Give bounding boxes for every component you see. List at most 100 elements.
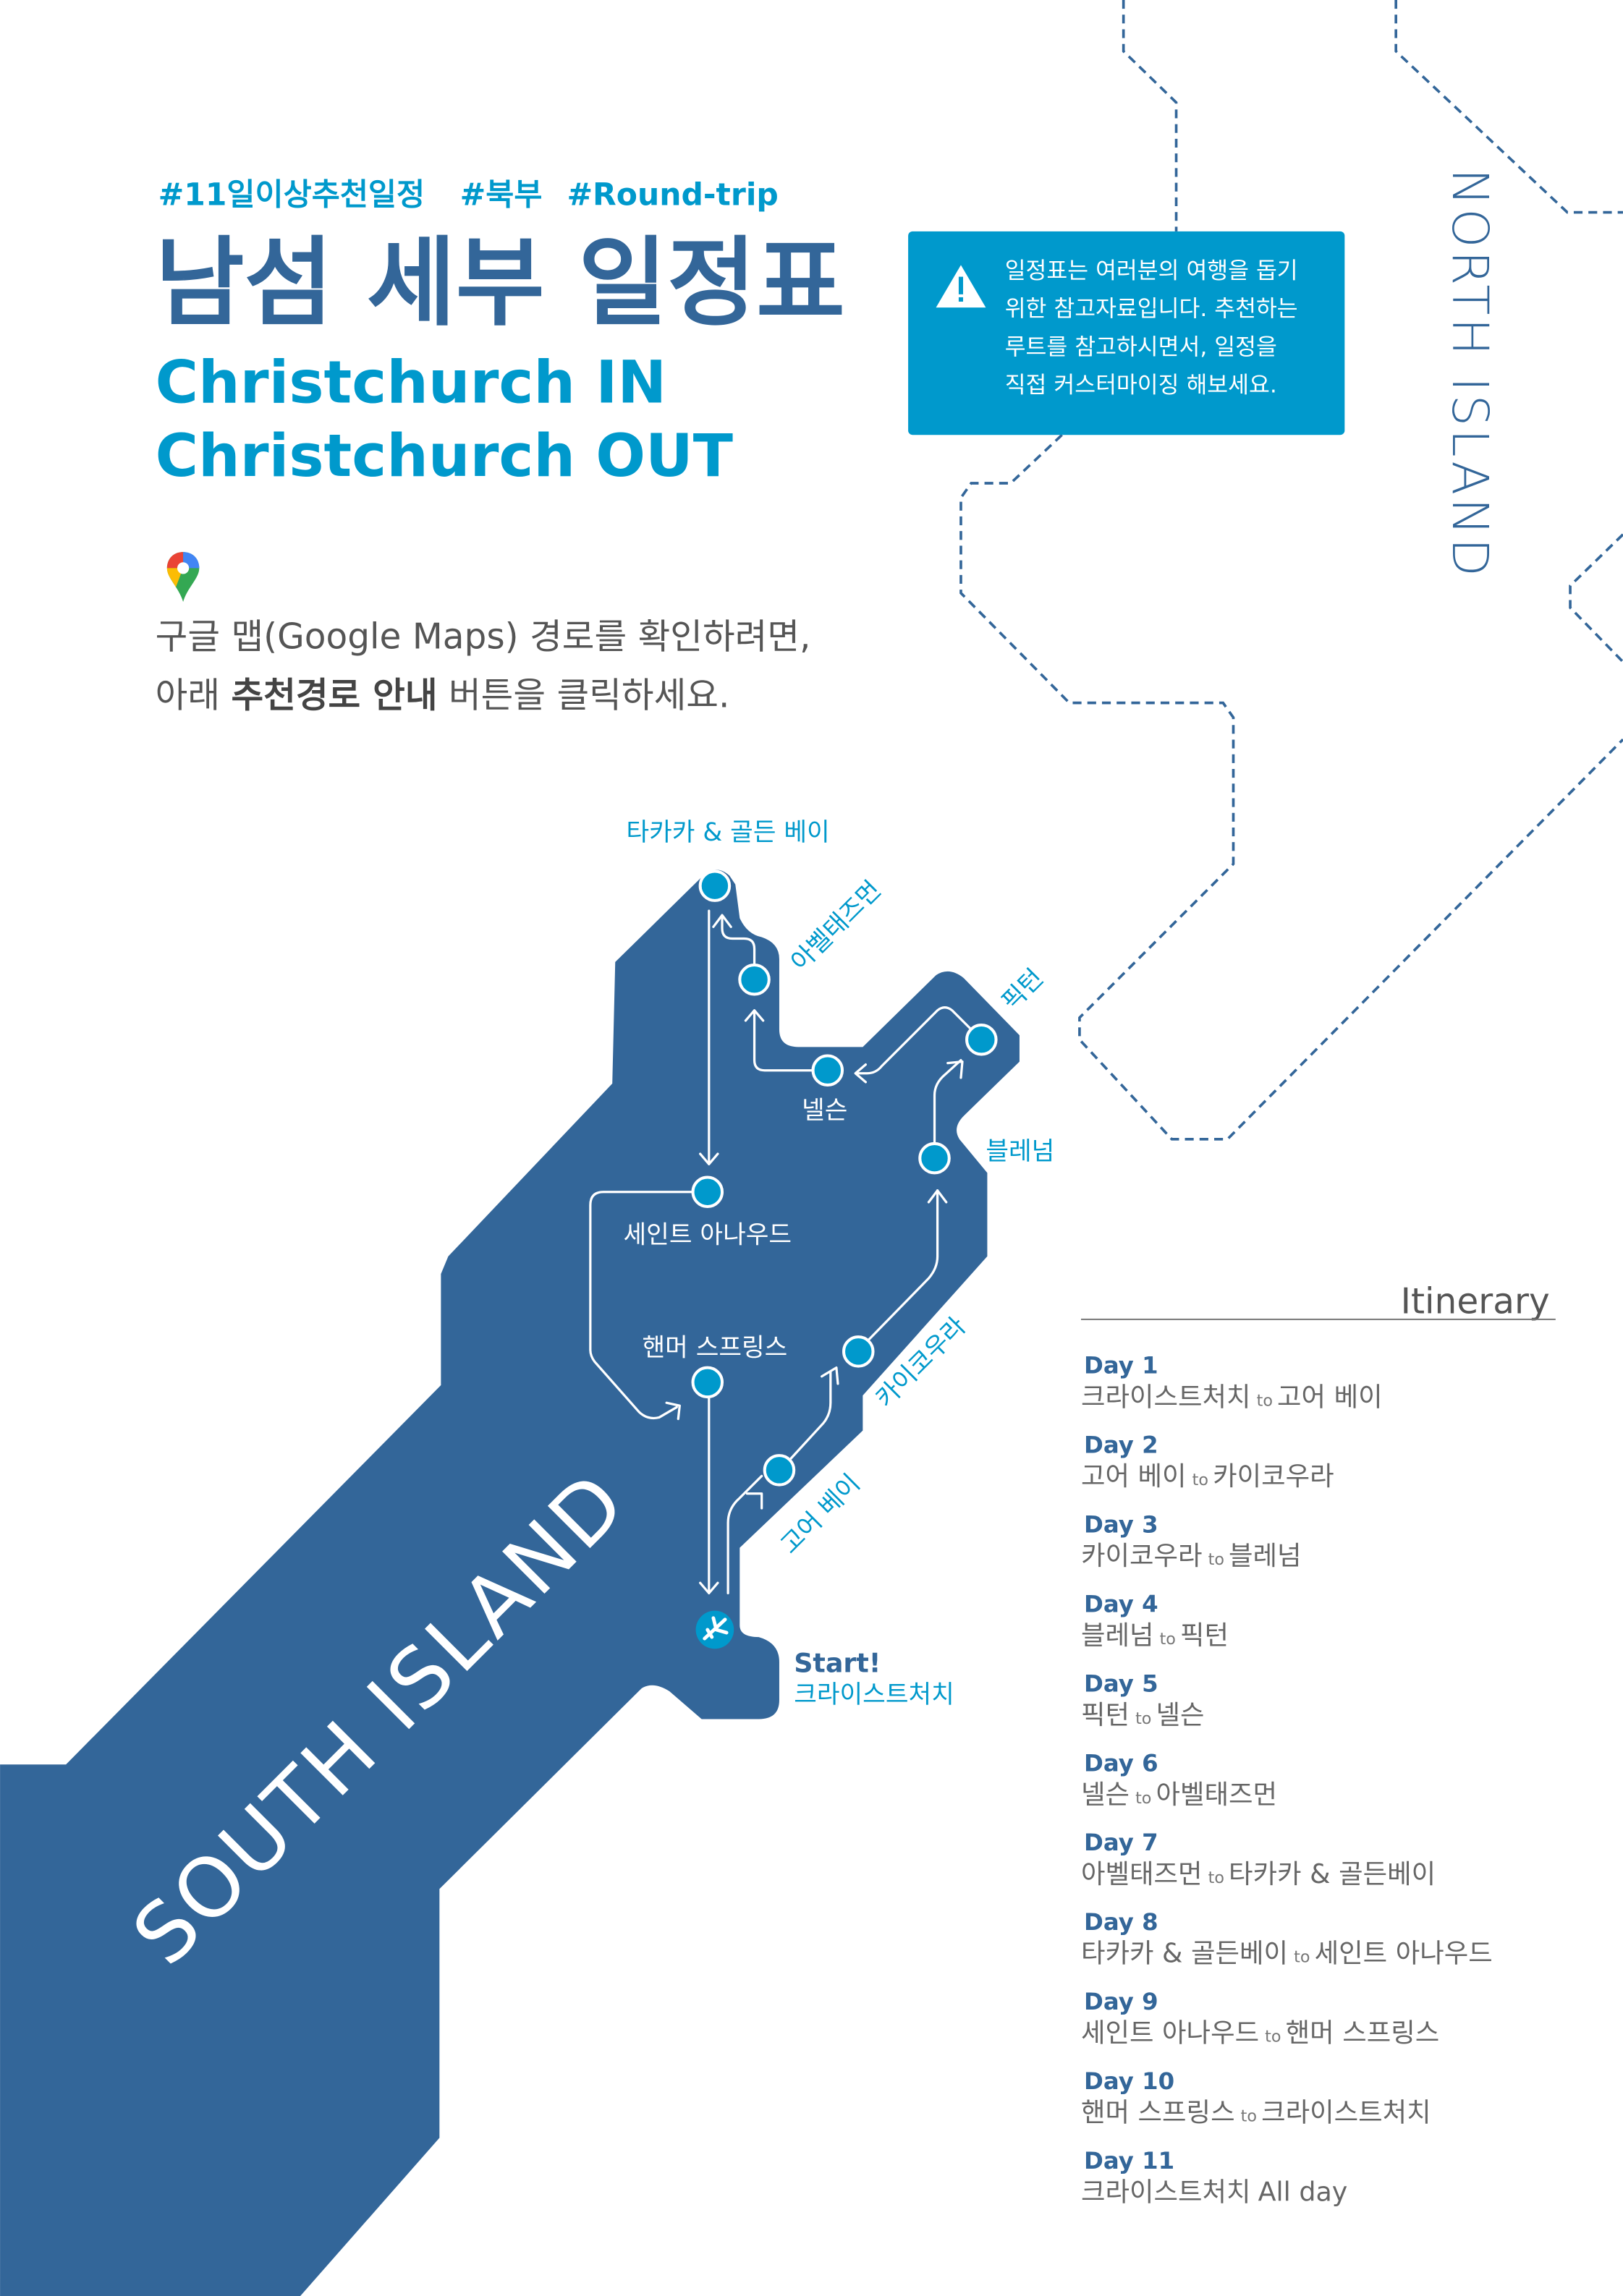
day-route: 카이코우라 to 블레넘 (1081, 1540, 1302, 1571)
route-to: 블레넘 (1229, 1540, 1302, 1571)
day-label: Day 6 (1084, 1749, 1158, 1777)
route-to-word: to (1208, 1550, 1224, 1569)
day-route: 타카카 & 골든베이 to 세인트 아나우드 (1081, 1938, 1493, 1969)
route-from: 타카카 & 골든베이 (1081, 1938, 1288, 1969)
page-title: 남섬 세부 일정표 (156, 226, 845, 339)
google-maps-pin-icon (166, 552, 200, 602)
route-to: 타카카 & 골든베이 (1229, 1858, 1436, 1889)
stop-nelson[interactable] (811, 1054, 844, 1087)
route-lines (589, 909, 972, 1594)
day-label: Day 8 (1084, 1908, 1158, 1936)
north-island-outline (959, 0, 1623, 1141)
stop-goa-bay[interactable] (763, 1454, 796, 1487)
route-to: 세인트 아나우드 (1315, 1938, 1493, 1969)
label-hanmer: 핸머 스프링스 (642, 1333, 787, 1362)
notice-line: 직접 커스터마이징 해보세요. (1005, 372, 1277, 398)
day-route: 픽턴 to 넬슨 (1081, 1699, 1205, 1730)
route-from: 픽턴 (1081, 1699, 1130, 1730)
stop-picton[interactable] (965, 1023, 998, 1056)
label-nelson: 넬슨 (802, 1097, 847, 1126)
airport-start[interactable] (695, 1610, 734, 1649)
maps-guide-line1: 구글 맵(Google Maps) 경로를 확인하려면, (156, 617, 811, 658)
route-to: 아벨태즈먼 (1156, 1779, 1278, 1810)
route-to-word: to (1294, 1948, 1310, 1967)
day-label: Day 2 (1084, 1432, 1158, 1459)
day-route: 고어 베이 to 카이코우라 (1081, 1460, 1334, 1492)
start-label: Start! (794, 1648, 881, 1679)
stop-kaikoura[interactable] (842, 1335, 875, 1368)
hashtag[interactable]: #북부 (460, 177, 543, 213)
day-label: Day 7 (1084, 1829, 1158, 1856)
route-to: 크라이스트처치 (1261, 2097, 1431, 2128)
route-to: 카이코우라 (1213, 1460, 1334, 1492)
label-st-arnaud: 세인트 아나우드 (624, 1221, 792, 1250)
route-to: 넬슨 (1156, 1699, 1205, 1730)
route-from: 블레넘 (1081, 1620, 1154, 1651)
notice-line: 루트를 참고하시면서, 일정을 (1005, 334, 1277, 360)
itinerary-day: Day 2고어 베이 to 카이코우라 (1081, 1432, 1334, 1492)
label-christchurch: 크라이스트처치 (794, 1680, 954, 1709)
route-from: 크라이스트처치 (1081, 2176, 1251, 2207)
label-blenheim: 블레넘 (986, 1137, 1054, 1166)
label-takaka: 타카카 & 골든 베이 (627, 818, 830, 847)
route-suffix: All day (1258, 2176, 1348, 2207)
route-from: 핸머 스프링스 (1081, 2097, 1235, 2128)
notice-line: 위한 참고자료입니다. 추천하는 (1005, 296, 1298, 322)
route-from: 카이코우라 (1081, 1540, 1203, 1571)
north-island-label: NORTH ISLAND (1441, 169, 1499, 579)
route-to-word: to (1192, 1471, 1208, 1489)
warning-icon (936, 265, 986, 308)
label-picton: 픽턴 (996, 964, 1049, 1016)
day-label: Day 4 (1084, 1590, 1158, 1617)
day-route: 아벨태즈먼 to 타카카 & 골든베이 (1081, 1858, 1436, 1889)
route-to-word: to (1160, 1630, 1176, 1649)
route-to: 핸머 스프링스 (1286, 2017, 1440, 2049)
route-to: 고어 베이 (1277, 1381, 1383, 1412)
stop-st-arnaud[interactable] (691, 1175, 724, 1208)
hashtags: #11일이상추천일정 #북부 #Round-trip (158, 177, 779, 213)
hashtag[interactable]: #Round-trip (567, 177, 778, 213)
stop-blenheim[interactable] (918, 1141, 951, 1175)
route-from: 넬슨 (1081, 1779, 1130, 1810)
route-from: 크라이스트처치 (1081, 1381, 1251, 1412)
label-abel-tasman: 아벨태즈먼 (785, 875, 886, 977)
route-to-word: to (1135, 1709, 1151, 1728)
route-from: 고어 베이 (1081, 1460, 1187, 1492)
subtitle-out: Christchurch OUT (156, 422, 733, 490)
subtitle-in: Christchurch IN (156, 349, 666, 417)
itinerary-heading: Itinerary (1401, 1282, 1550, 1322)
route-from: 세인트 아나우드 (1081, 2017, 1259, 2049)
maps-guide-line2: 아래 추천경로 안내 버튼을 클릭하세요. (156, 676, 730, 716)
airplane-icon (703, 1616, 729, 1641)
route-to-word: to (1208, 1868, 1224, 1887)
stop-takaka[interactable] (698, 869, 732, 902)
stop-hanmer[interactable] (691, 1366, 724, 1399)
recommended-route-text: 추천경로 안내 (231, 676, 437, 716)
day-label: Day 11 (1084, 2147, 1174, 2174)
route-to-word: to (1265, 2028, 1281, 2046)
route-to-word: to (1257, 1391, 1273, 1410)
day-label: Day 1 (1084, 1352, 1158, 1379)
stop-abel-tasman[interactable] (738, 963, 771, 996)
south-island-shape (0, 869, 1020, 2296)
hashtag[interactable]: #11일이상추천일정 (158, 177, 425, 213)
route-from: 아벨태즈먼 (1081, 1858, 1203, 1889)
day-label: Day 10 (1084, 2067, 1174, 2095)
